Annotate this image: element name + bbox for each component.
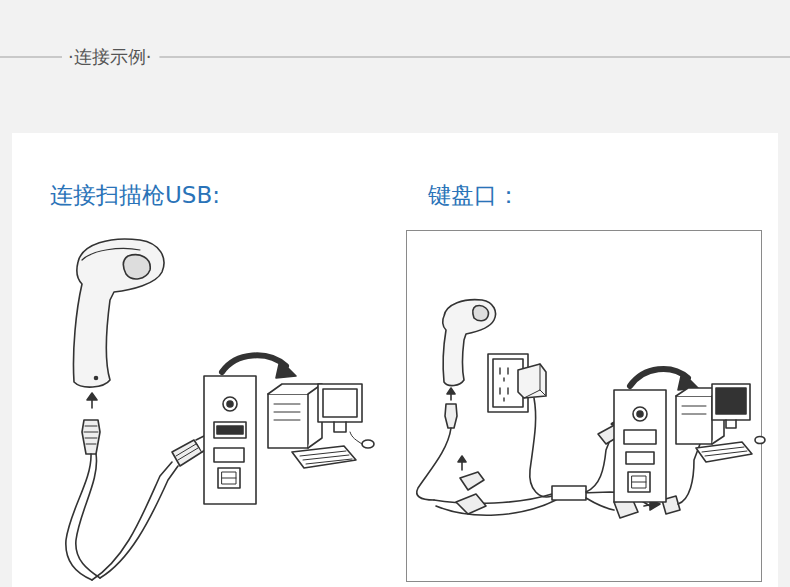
kbw-computer (676, 384, 765, 462)
kbw-wall-plate (614, 390, 666, 502)
usb-scanner (73, 239, 163, 387)
plug-arrow (87, 393, 97, 408)
kbw-curved-arrow (630, 369, 698, 390)
power-outlet (488, 354, 552, 497)
computer (268, 384, 374, 468)
section-title: ·连接示例· (66, 45, 153, 69)
usb-cable (66, 420, 214, 580)
wall-plate (204, 376, 256, 504)
section-heading: 键盘口： (428, 180, 520, 211)
section-heading: 连接扫描枪USB: (50, 180, 220, 211)
curved-arrow (222, 355, 296, 378)
